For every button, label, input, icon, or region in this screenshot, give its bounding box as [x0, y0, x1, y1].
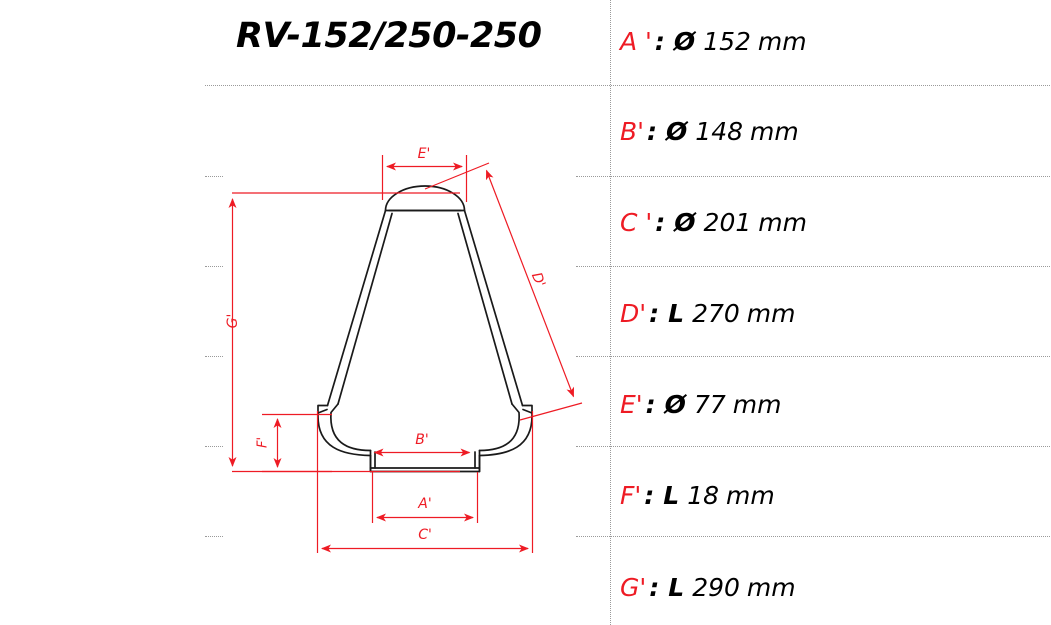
spec-separator: : — [655, 207, 666, 237]
spec-symbol: L — [668, 572, 685, 602]
row-separator-stub — [205, 446, 223, 447]
dimension-F — [262, 413, 332, 473]
spec-symbol: Ø — [664, 389, 686, 419]
dimension-A — [371, 472, 479, 523]
spec-symbol: L — [663, 480, 680, 510]
dimension-label-E-text: E' — [417, 146, 431, 162]
page-title: RV-152/250-250 — [236, 16, 542, 56]
row-separator-stub — [205, 356, 223, 357]
dimension-label-E: E' — [407, 146, 441, 162]
dimension-E — [381, 155, 468, 202]
row-separator-right — [576, 176, 1050, 177]
spec-unit: mm — [726, 480, 775, 510]
spec-unit: mm — [757, 26, 807, 56]
spec-symbol: Ø — [674, 207, 696, 237]
dimension-label-F-text: F' — [255, 436, 271, 449]
spec-key: E' — [620, 389, 643, 419]
column-divider — [610, 0, 611, 625]
row-separator-full — [205, 85, 1050, 86]
spec-key: G' — [620, 572, 647, 602]
spec-value: 290 — [692, 572, 740, 602]
spec-value: 77 — [693, 389, 726, 419]
row-separator-right — [576, 266, 1050, 267]
spec-key: A ' — [620, 26, 652, 56]
dimension-label-G-text: G' — [225, 313, 241, 329]
spec-unit: mm — [750, 116, 799, 146]
row-separator-stub — [205, 536, 223, 537]
spec-separator: : — [649, 298, 660, 328]
spec-key: F' — [620, 480, 642, 510]
spec-unit: mm — [758, 207, 807, 237]
dimension-label-F: F' — [256, 428, 271, 458]
dimension-D — [424, 162, 583, 421]
spec-value: 270 — [692, 298, 740, 328]
dimension-label-G: G' — [225, 304, 241, 338]
row-separator-stub — [205, 266, 223, 267]
spec-separator: : — [654, 26, 665, 56]
row-separator-right — [576, 536, 1050, 537]
spec-value: 152 — [703, 26, 751, 56]
dimension-label-B-text: B' — [415, 432, 429, 448]
component-outline — [317, 185, 533, 473]
spec-separator: : — [649, 572, 660, 602]
spec-key: C ' — [620, 207, 653, 237]
spec-symbol: Ø — [673, 26, 696, 56]
spec-unit: mm — [746, 572, 796, 602]
spec-value: 201 — [703, 207, 752, 237]
spec-symbol: L — [668, 298, 685, 328]
dimension-label-C: C' — [408, 527, 442, 543]
dimension-label-C-text: C' — [418, 527, 432, 543]
spec-value: 148 — [695, 116, 744, 146]
row-separator-right — [576, 446, 1050, 447]
dimension-label-A-text: A' — [418, 496, 432, 512]
row-separator-right — [576, 356, 1050, 357]
spec-value: 18 — [687, 480, 720, 510]
spec-key: D' — [620, 298, 647, 328]
spec-key: B' — [620, 116, 645, 146]
spec-separator: : — [647, 116, 658, 146]
row-separator-stub — [205, 176, 223, 177]
spec-separator: : — [644, 480, 655, 510]
spec-symbol: Ø — [666, 116, 688, 146]
dimension-C — [316, 411, 534, 553]
spec-separator: : — [645, 389, 656, 419]
spec-unit: mm — [732, 389, 782, 419]
dimension-label-B: B' — [405, 432, 439, 448]
dimension-lines — [228, 155, 583, 553]
spec-unit: mm — [746, 298, 796, 328]
dimension-label-A: A' — [408, 496, 442, 512]
